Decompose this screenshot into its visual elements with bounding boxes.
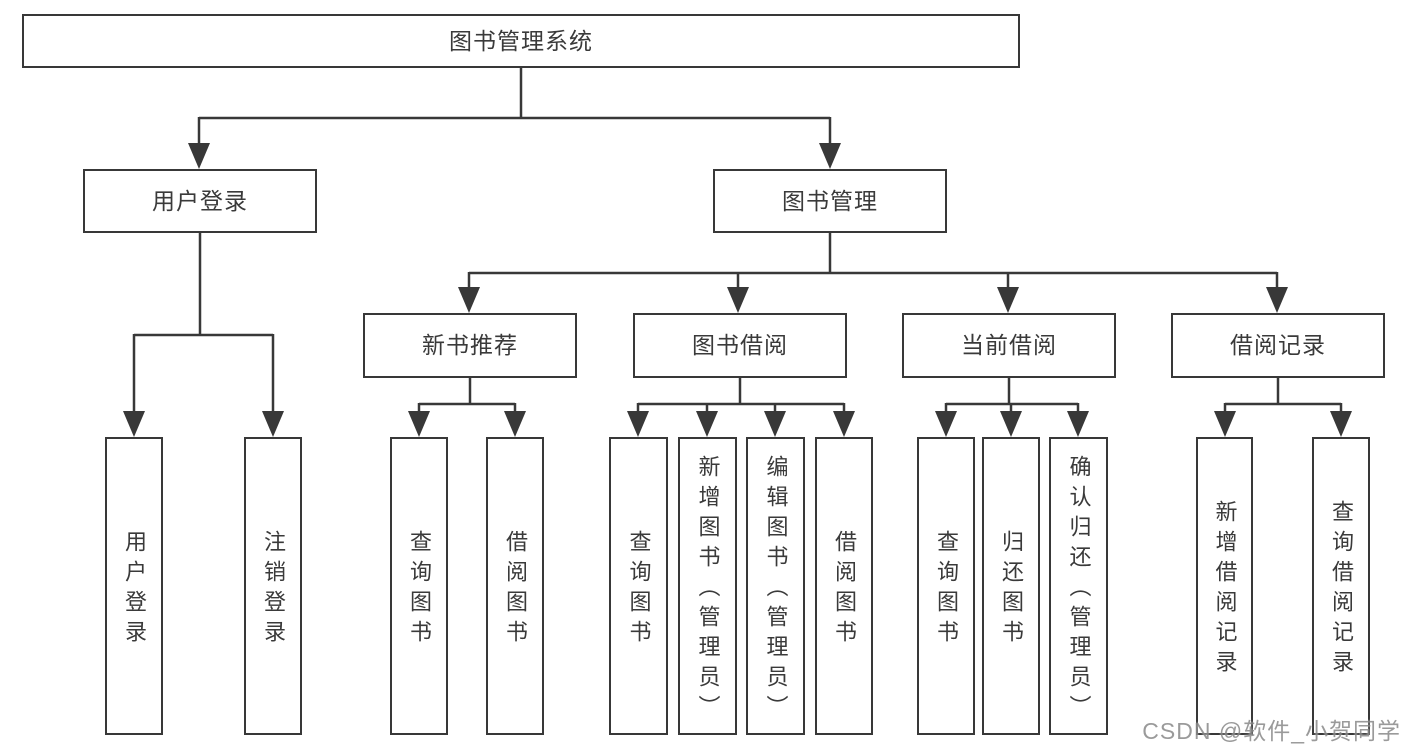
leaf-node-add-borrow-record: 新增借阅记录 — [1196, 437, 1253, 735]
leaf-node-confirm-return-admin: 确认归还（管理员） — [1049, 437, 1108, 735]
node-borrow-record: 借阅记录 — [1171, 313, 1385, 378]
node-current-borrow: 当前借阅 — [902, 313, 1116, 378]
leaf-node-query-borrow-record: 查询借阅记录 — [1312, 437, 1370, 735]
leaf-node-return-book: 归还图书 — [982, 437, 1040, 735]
leaf-node-query-book-borrow: 查询图书 — [609, 437, 668, 735]
node-book-borrow: 图书借阅 — [633, 313, 847, 378]
arrowhead-icons — [123, 143, 1352, 437]
leaf-node-query-book-recommend: 查询图书 — [390, 437, 448, 735]
leaf-node-borrow-book-recommend: 借阅图书 — [486, 437, 544, 735]
csdn-watermark: CSDN @软件_小贺同学 — [1142, 718, 1401, 744]
root-node-library-system: 图书管理系统 — [22, 14, 1020, 68]
leaf-node-user-login: 用户登录 — [105, 437, 163, 735]
leaf-node-borrow-book: 借阅图书 — [815, 437, 873, 735]
leaf-node-query-book-current: 查询图书 — [917, 437, 975, 735]
leaf-node-add-book-admin: 新增图书（管理员） — [678, 437, 737, 735]
leaf-node-edit-book-admin: 编辑图书（管理员） — [746, 437, 805, 735]
node-book-management: 图书管理 — [713, 169, 947, 233]
node-new-book-recommend: 新书推荐 — [363, 313, 577, 378]
leaf-node-logout: 注销登录 — [244, 437, 302, 735]
node-user-login: 用户登录 — [83, 169, 317, 233]
